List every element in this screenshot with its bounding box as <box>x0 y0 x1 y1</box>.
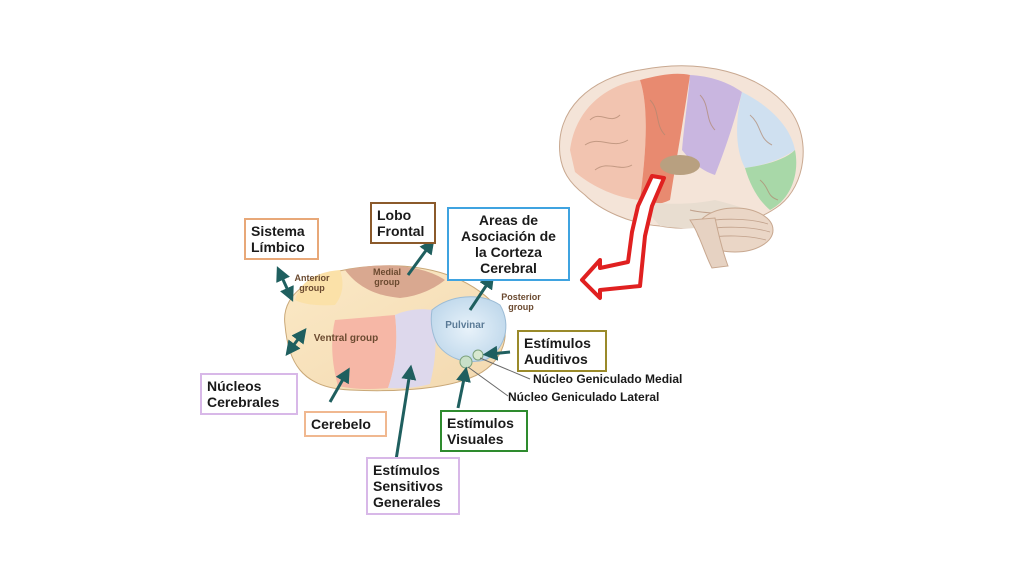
region-pulvinar: Pulvinar <box>445 320 485 331</box>
red-projection-arrow <box>580 174 666 300</box>
label-cerebelo: Cerebelo <box>304 411 387 437</box>
label-nucleo-geniculado-medial: Núcleo Geniculado Medial <box>533 372 683 386</box>
thalamus-illustration <box>284 265 507 392</box>
label-lobo-frontal: Lobo Frontal <box>370 202 436 244</box>
label-estimulos-auditivos: Estímulos Auditivos <box>517 330 607 372</box>
region-anterior-group: Anterior group <box>294 273 330 293</box>
leader-lines <box>467 357 531 397</box>
region-ventral-group: Ventral group <box>313 333 379 344</box>
label-nucleos-cerebrales: Núcleos Cerebrales <box>200 373 298 415</box>
connection-arrows <box>276 238 511 461</box>
label-estimulos-sensitivos: Estímulos Sensitivos Generales <box>366 457 460 515</box>
label-areas-asociacion: Areas de Asociación de la Corteza Cerebr… <box>447 207 570 281</box>
brain-illustration <box>559 65 804 269</box>
region-posterior-group: Posterior group <box>501 292 541 312</box>
label-nucleo-geniculado-lateral: Núcleo Geniculado Lateral <box>508 390 660 404</box>
label-estimulos-visuales: Estímulos Visuales <box>440 410 528 452</box>
region-medial-group: Medial group <box>372 267 401 287</box>
label-sistema-limbico: Sistema Límbico <box>244 218 319 260</box>
